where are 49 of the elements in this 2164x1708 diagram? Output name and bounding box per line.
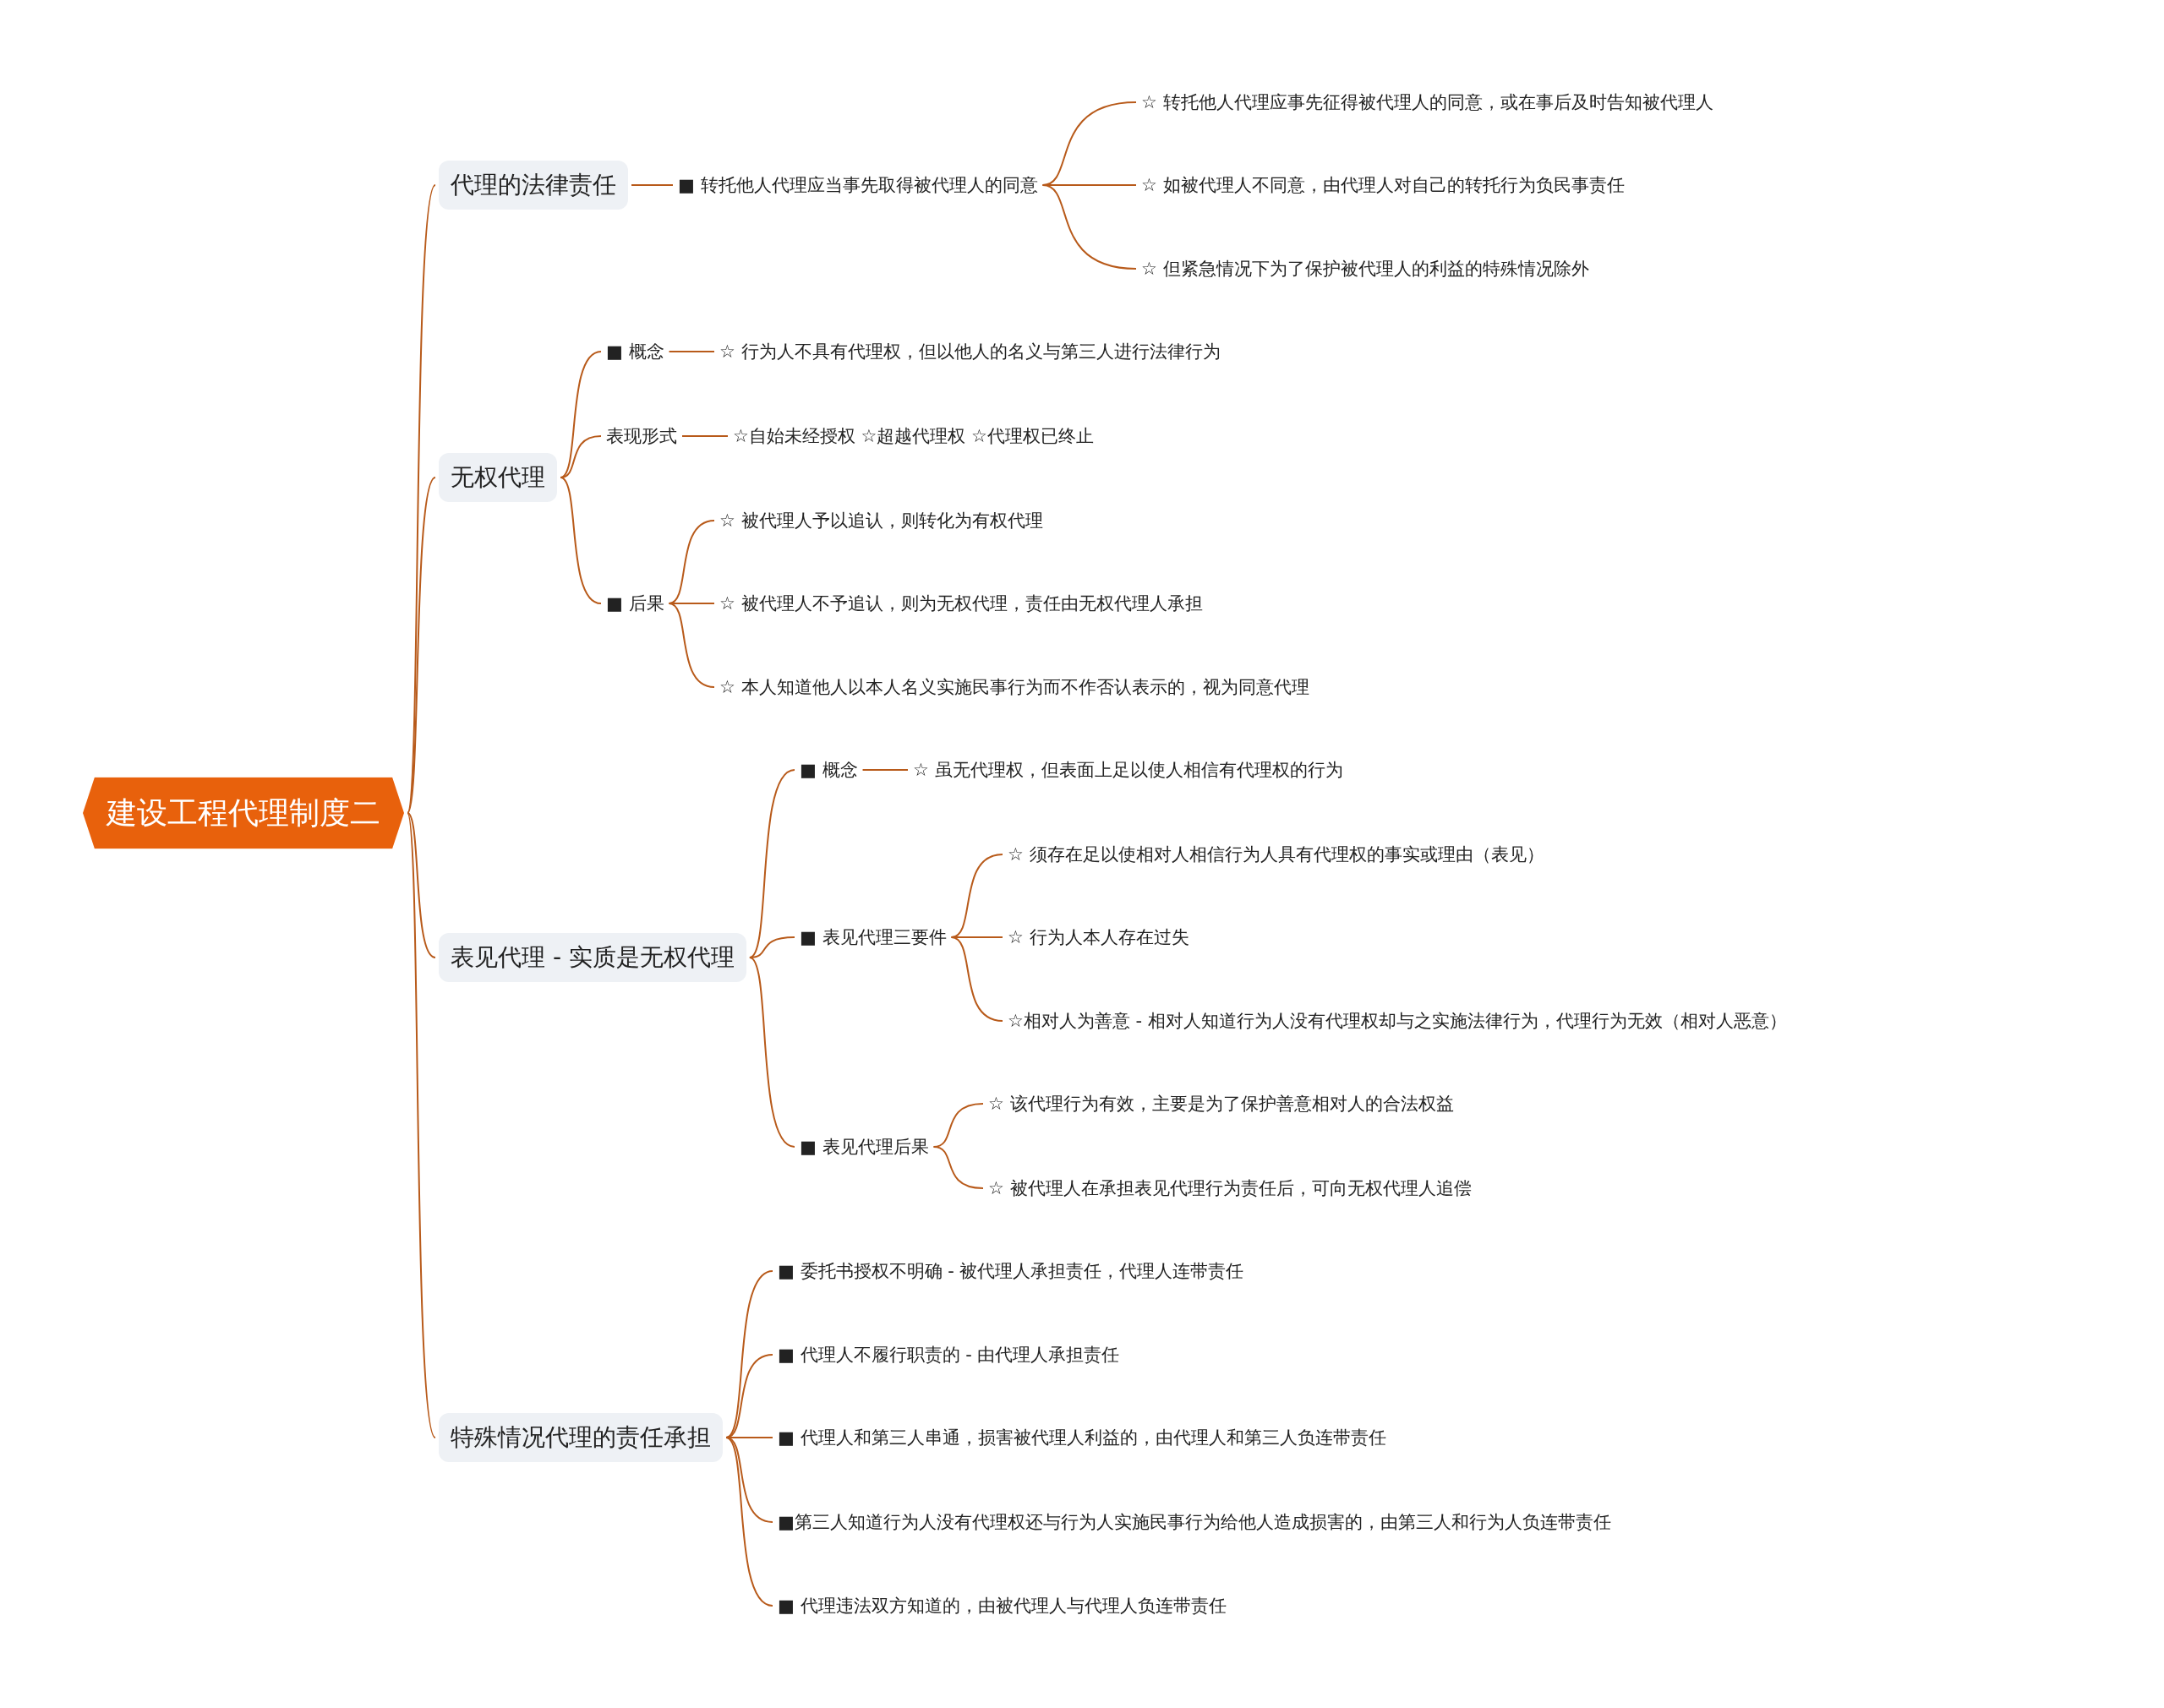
topic-text: ■ 后果 bbox=[604, 588, 666, 619]
topic-text: ■ 表见代理后果 bbox=[798, 1132, 931, 1162]
central-topic: 建设工程代理制度二 bbox=[83, 777, 404, 849]
topic-text: ☆ 行为人不具有代理权，但以他人的名义与第三人进行法律行为 bbox=[718, 336, 1222, 367]
topic-text: 表现形式 bbox=[604, 421, 679, 451]
connector-line bbox=[631, 184, 674, 186]
topic-text: ■ 概念 bbox=[604, 336, 666, 367]
topic-text: ☆ 该代理行为有效，主要是为了保护善意相对人的合法权益 bbox=[986, 1089, 1456, 1119]
topic-text: ☆相对人为善意 - 相对人知道行为人没有代理权却与之实施法律行为，代理行为无效（相对人恶意） bbox=[1006, 1006, 1789, 1036]
topic-text: ■ 表见代理三要件 bbox=[798, 922, 948, 952]
connector-line bbox=[861, 769, 909, 771]
connector-line bbox=[725, 1354, 773, 1438]
connector-line bbox=[725, 1437, 773, 1523]
topic-text: ☆自始未经授权 ☆超越代理权 ☆代理权已终止 bbox=[731, 421, 1096, 451]
connector-line bbox=[932, 1146, 984, 1189]
connector-line bbox=[1041, 184, 1137, 270]
connector-line bbox=[407, 812, 436, 958]
branch-topic: 表见代理 - 实质是无权代理 bbox=[439, 933, 746, 982]
topic-text: ☆ 但紧急情况下为了保护被代理人的利益的特殊情况除外 bbox=[1139, 254, 1591, 284]
connector-line bbox=[668, 603, 715, 688]
branch-topic: 特殊情况代理的责任承担 bbox=[439, 1413, 723, 1462]
branch-topic: 代理的法律责任 bbox=[439, 161, 628, 210]
topic-text: ■ 代理人和第三人串通，损害被代理人利益的，由代理人和第三人负连带责任 bbox=[776, 1422, 1388, 1453]
topic-text: ☆ 转托他人代理应事先征得被代理人的同意，或在事后及时告知被代理人 bbox=[1139, 87, 1715, 117]
branch-topic: 无权代理 bbox=[439, 453, 557, 502]
connector-line bbox=[407, 812, 436, 1438]
connector-line bbox=[681, 435, 729, 437]
connector-line bbox=[560, 435, 602, 478]
connector-line bbox=[748, 957, 795, 1148]
topic-text: ■第三人知道行为人没有代理权还与行为人实施民事行为给他人造成损害的，由第三人和行为人负连带责任 bbox=[776, 1507, 1613, 1537]
topic-text: ■ 转托他人代理应当事先取得被代理人的同意 bbox=[676, 170, 1040, 200]
topic-text: ☆ 本人知道他人以本人名义实施民事行为而不作否认表示的，视为同意代理 bbox=[718, 672, 1311, 702]
connector-line bbox=[725, 1437, 773, 1607]
topic-text: ☆ 行为人本人存在过失 bbox=[1006, 922, 1191, 952]
topic-text: ■ 代理违法双方知道的，由被代理人与代理人负连带责任 bbox=[776, 1591, 1228, 1621]
topic-text: ☆ 虽无代理权，但表面上足以使人相信有代理权的行为 bbox=[911, 755, 1345, 785]
connector-line bbox=[560, 477, 602, 604]
topic-text: ■ 代理人不履行职责的 - 由代理人承担责任 bbox=[776, 1340, 1122, 1370]
topic-text: ☆ 如被代理人不同意，由代理人对自己的转托行为负民事责任 bbox=[1139, 170, 1626, 200]
topic-text: ☆ 被代理人不予追认，则为无权代理，责任由无权代理人承担 bbox=[718, 588, 1205, 619]
connector-line bbox=[950, 936, 1003, 1022]
topic-text: ■ 概念 bbox=[798, 755, 860, 785]
connector-line bbox=[407, 477, 436, 814]
topic-text: ☆ 被代理人在承担表见代理行为责任后，可向无权代理人追偿 bbox=[986, 1173, 1473, 1203]
topic-text: ■ 委托书授权不明确 - 被代理人承担责任，代理人连带责任 bbox=[776, 1256, 1246, 1286]
topic-text: ☆ 被代理人予以追认，则转化为有权代理 bbox=[718, 505, 1045, 536]
topic-text: ☆ 须存在足以使相对人相信行为人具有代理权的事实或理由（表见） bbox=[1006, 839, 1546, 870]
connector-line bbox=[668, 351, 715, 352]
connector-line bbox=[560, 351, 602, 478]
